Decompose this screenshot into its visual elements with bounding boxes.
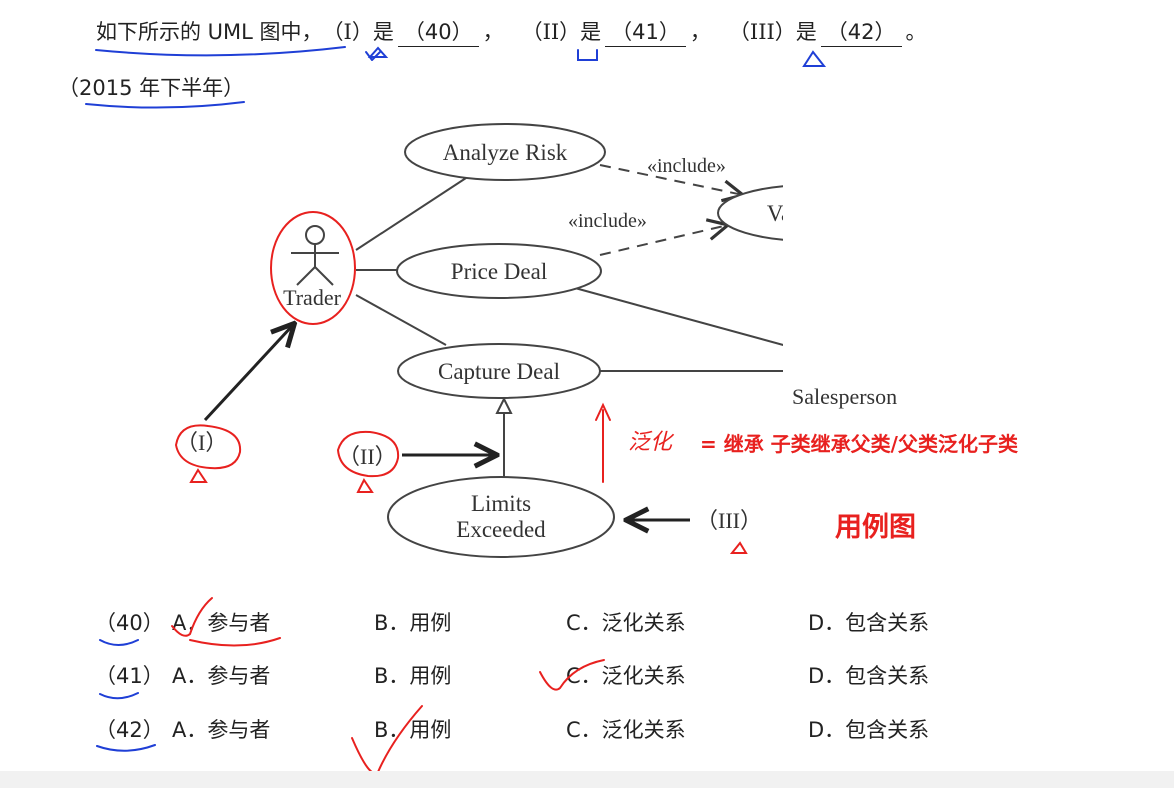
option-number: （40） xyxy=(95,611,164,635)
include-label-1: «include» xyxy=(647,155,726,177)
include-price-valuation xyxy=(599,225,728,256)
option-a[interactable]: A．参与者 xyxy=(172,611,271,635)
question-line: 如下所示的 UML 图中， （I）是 （40） ， （II）是 （41） ， （… xyxy=(96,16,927,47)
question-end: 。 xyxy=(905,20,927,44)
blank-41: （41） xyxy=(605,16,686,47)
label-limits: Limits xyxy=(471,491,531,516)
option-b[interactable]: B．用例 xyxy=(374,664,452,688)
marker-3-label: （III）是 xyxy=(728,20,817,44)
exam-year: （2015 年下半年） xyxy=(58,76,245,100)
diagram-type-note: 用例图 xyxy=(835,512,916,543)
option-a[interactable]: A．参与者 xyxy=(172,718,271,742)
option-d[interactable]: D．包含关系 xyxy=(808,718,930,742)
label-trader: Trader xyxy=(283,285,342,310)
bottom-scroll-bar xyxy=(0,771,1174,788)
option-c[interactable]: C．泛化关系 xyxy=(566,611,686,635)
option-c[interactable]: C．泛化关系 xyxy=(566,718,686,742)
option-b[interactable]: B．用例 xyxy=(374,611,452,635)
use-case-price-deal xyxy=(396,243,602,299)
generalization-arrow xyxy=(495,396,513,477)
use-case-limits-exceeded xyxy=(387,476,615,558)
option-d[interactable]: D．包含关系 xyxy=(808,664,930,688)
include-label-2: «include» xyxy=(568,210,647,232)
blank-42: （42） xyxy=(820,16,902,47)
use-case-valuation xyxy=(717,185,783,241)
option-number: （41） xyxy=(95,664,164,688)
option-b[interactable]: B．用例 xyxy=(374,718,452,742)
use-case-capture-deal xyxy=(397,343,601,399)
generalization-note: = 继承 子类继承父类/父类泛化子类 xyxy=(700,432,1018,456)
option-c[interactable]: C．泛化关系 xyxy=(566,664,686,688)
option-a[interactable]: A．参与者 xyxy=(172,664,271,688)
label-price-deal: Price Deal xyxy=(451,259,547,284)
assoc-trader-capture-deal xyxy=(355,294,447,346)
blank-40: （40） xyxy=(397,16,479,47)
label-analyze-risk: Analyze Risk xyxy=(443,140,568,165)
option-number: （42） xyxy=(95,718,164,742)
label-capture-deal: Capture Deal xyxy=(438,359,560,384)
option-d[interactable]: D．包含关系 xyxy=(808,611,930,635)
uml-use-case-diagram: «include» «include» Analyze Risk Valuati… xyxy=(163,115,783,565)
handwritten-generalization: 泛化 xyxy=(628,430,673,455)
label-salesperson: Salesperson xyxy=(792,384,898,409)
use-case-analyze-risk xyxy=(404,123,606,181)
marker-2-label: （II）是 xyxy=(521,20,602,44)
assoc-price-deal-salesperson xyxy=(574,287,783,346)
marker-1-label: （I）是 xyxy=(322,20,394,44)
label-valuation: Valuation xyxy=(767,201,783,226)
question-prefix: 如下所示的 UML 图中， xyxy=(96,20,323,44)
include-analyze-valuation xyxy=(599,164,743,195)
separator-1: ， xyxy=(482,20,504,44)
assoc-trader-analyze-risk xyxy=(355,177,467,251)
label-exceeded: Exceeded xyxy=(456,517,546,542)
separator-2: ， xyxy=(689,20,711,44)
